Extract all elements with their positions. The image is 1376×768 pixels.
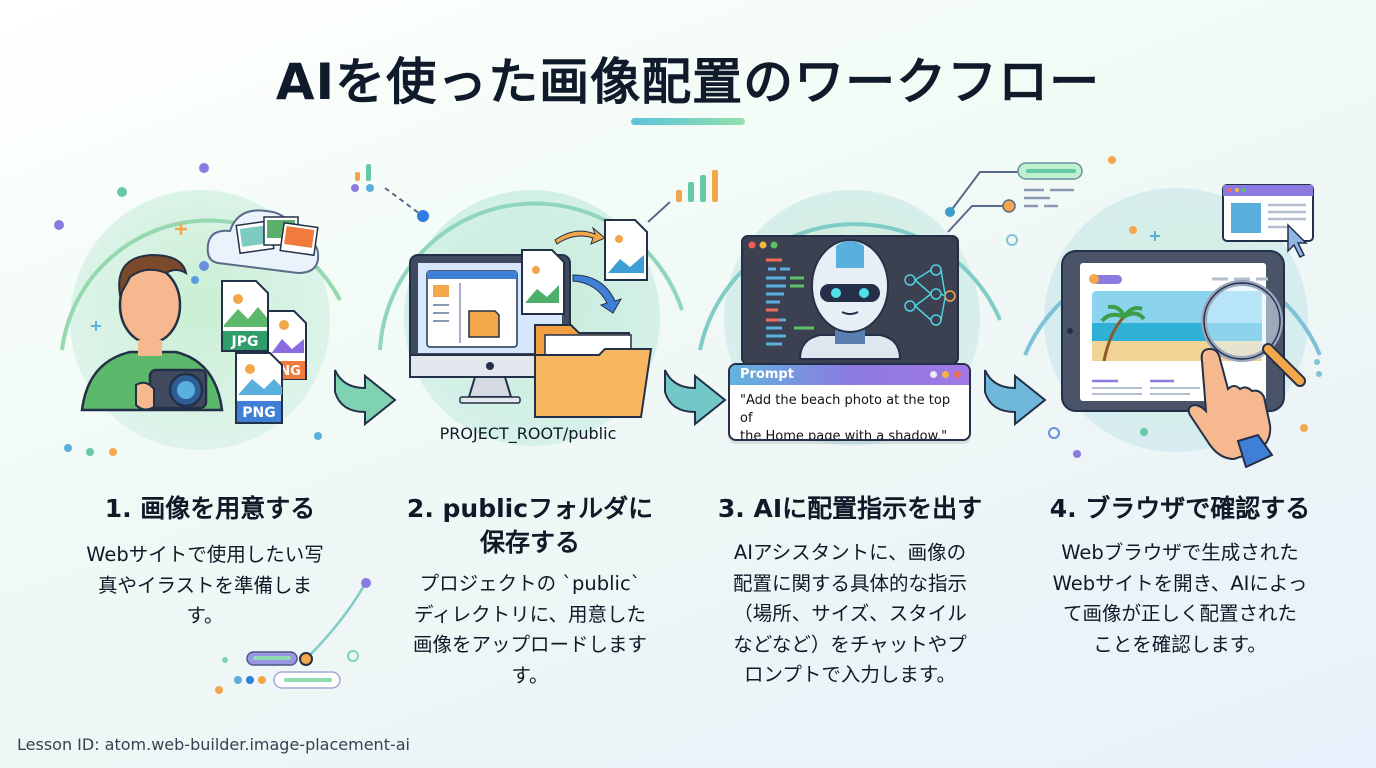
jpg-file-icon: JPG [221,280,269,352]
jpg-label: JPG [231,334,259,350]
step4-description: Webブラウザで生成された Webサイトを開き、AIによっ て画像が正しく配置さ… [1025,538,1335,660]
title-line: 保存する [479,528,580,557]
arrow-3-to-4 [984,369,1047,427]
description-line: ディレクトリに、用意した [413,602,647,626]
neural-network-icon [904,264,956,326]
description-line: 真やイラストを準備しま [97,573,313,597]
robot-icon [798,239,902,360]
cloud-icon [206,209,320,275]
circuit-decoration [945,162,1083,233]
path-label: PROJECT_ROOT/public [439,424,617,443]
orange-arrow-icon [554,226,606,245]
description-line: などなど）をチャットやプ [733,632,967,656]
description-line: プロジェクトの `public` [419,572,641,595]
prompt-box: Prompt "Add the beach photo at the top o… [728,363,971,441]
description-line: す。 [186,604,224,627]
prompt-window-dots [930,371,961,378]
pointing-hand-icon [1187,347,1274,468]
description-line: Webサイトで使用したい写 [86,543,324,566]
description-line: て画像が正しく配置された [1062,602,1297,625]
description-line: ことを確認します。 [1093,632,1267,656]
prompt-text-line: the Home page with a shadow." [740,429,948,441]
description-line: 画像をアップロードします [412,633,647,656]
png-file-icon: PNG [235,352,283,424]
page-title: AIを使った画像配置のワークフロー [275,53,1101,111]
prompt-text-line: "Add the beach photo at the top of [740,393,951,426]
description-line: ロンプトで入力します。 [744,663,956,686]
decorative-dots [54,156,1322,458]
step1-title: 1. 画像を用意する [104,494,316,523]
title-underline [631,118,745,125]
step2-description: プロジェクトの `public` ディレクトリに、用意した 画像をアップロードし… [380,569,680,691]
image-file-icon [521,249,565,315]
description-line: （場所、サイズ、スタイル [733,602,967,625]
description-line: Webサイトを開き、AIによっ [1052,571,1308,595]
step1-illustration: JPG NG PNG [80,209,320,424]
title-line: 2. publicフォルダに [406,494,654,523]
step3-illustration [741,235,959,364]
step2-title: 2. publicフォルダに 保存する [380,492,680,560]
step2-illustration [409,219,653,418]
folder-icon [534,324,653,418]
description-line: Webブラウザで生成された [1061,541,1299,564]
png-label: PNG [242,405,275,421]
arrow-2-to-3 [664,369,727,427]
prompt-text: "Add the beach photo at the top of the H… [730,385,969,441]
magnifier-icon [1201,280,1306,387]
image-file-right-icon [604,219,648,281]
step1-description: Webサイトで使用したい写 真やイラストを準備しま す。 [55,540,355,632]
step2-arc [378,201,684,351]
arrow-1-to-2 [334,369,397,427]
step4-illustration [1061,184,1314,468]
browser-window-icon [1222,184,1314,242]
step4-title: 4. ブラウザで確認する [1049,494,1311,523]
step3-arc [698,222,1002,351]
step3-description: AIアシスタントに、画像の 配置に関する具体的な指示 （場所、サイズ、スタイル … [700,538,1000,691]
photographer-icon [80,253,224,412]
prompt-header: Prompt [730,365,969,385]
bottom-decoration [215,578,371,694]
lesson-id: Lesson ID: atom.web-builder.image-placem… [17,735,410,754]
prompt-header-label: Prompt [740,367,794,382]
description-line: AIアシスタントに、画像の [733,541,967,564]
description-line: 配置に関する具体的な指示 [732,571,967,595]
cursor-icon [1287,223,1308,259]
step3-title: 3. AIに配置指示を出す [717,494,983,523]
blue-arrow-icon [572,274,623,314]
description-line: す。 [511,663,549,687]
png-partial-label: NG [279,364,301,379]
